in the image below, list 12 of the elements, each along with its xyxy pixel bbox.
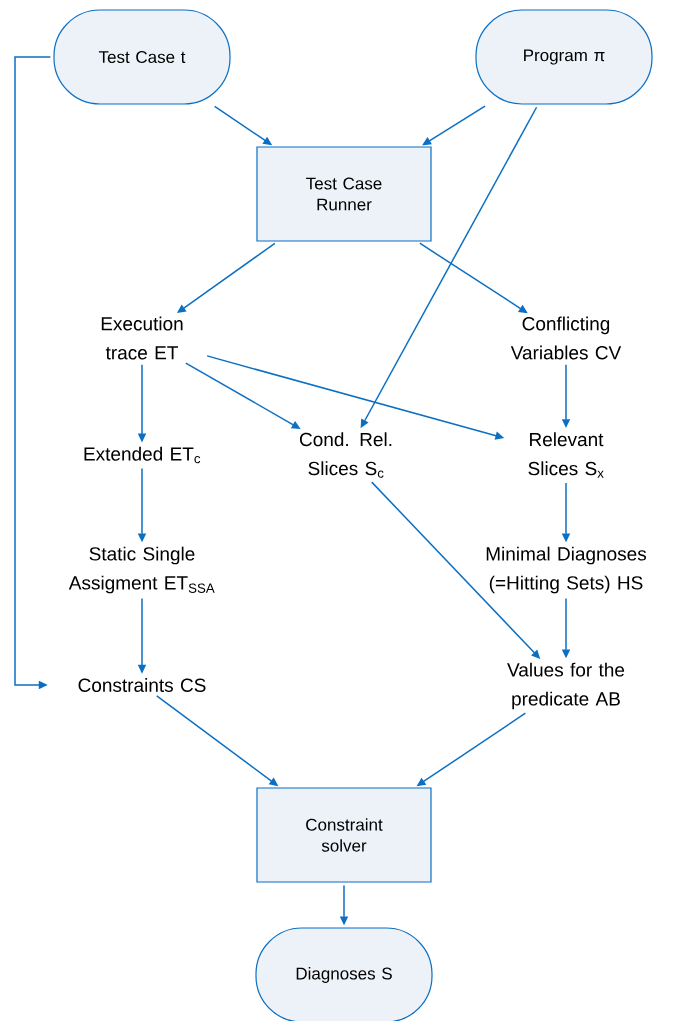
- node-label: Execution trace ET: [101, 316, 183, 360]
- node-label: Static Single Assigment ET$_{SSA}$: [68, 546, 215, 594]
- node-label: Constraints CS: [78, 678, 206, 692]
- node-label: Extended ET$_{c}$: [84, 446, 201, 464]
- node-label: Relevant Slices S$_{x}$: [528, 432, 604, 478]
- process-box: Constraint solver: [256, 787, 432, 883]
- arrow: [422, 105, 486, 146]
- node-label: Minimal Diagnoses (=Hitting Sets) HS: [486, 546, 647, 594]
- node-label: Conflicting Variables CV: [510, 316, 622, 360]
- node-label: Values for the predicate AB: [507, 662, 625, 710]
- node-label: Cond. Rel. Slices S$_{c}$: [299, 432, 392, 478]
- process-box: Test Case Runner: [256, 146, 432, 242]
